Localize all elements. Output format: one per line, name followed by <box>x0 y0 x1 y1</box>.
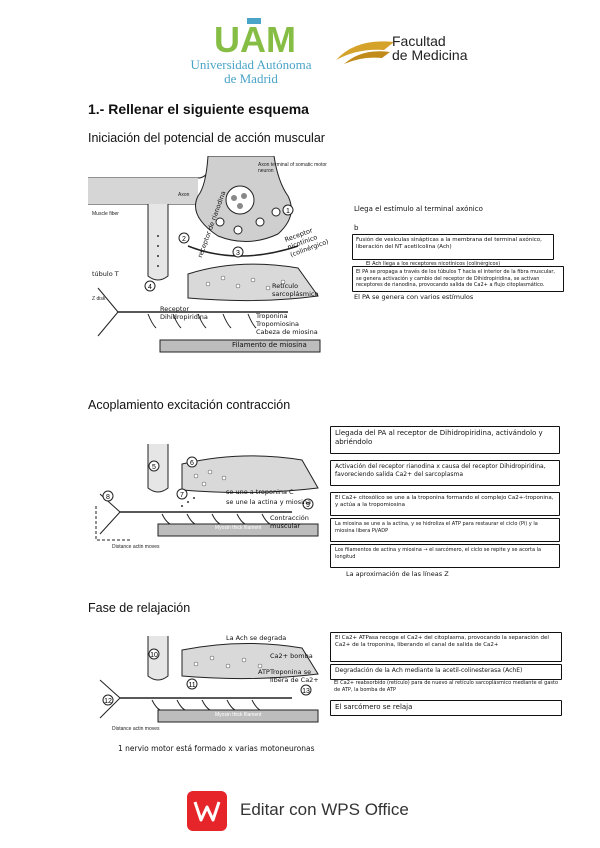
uam-name-line1: Universidad Autónoma <box>176 58 326 72</box>
label-myosin-3: Myosin thick filament <box>215 712 261 718</box>
section-heading-2: Acoplamiento excitación contracción <box>88 398 290 412</box>
note-2-5: La aproximación de las líneas Z <box>346 570 449 578</box>
note-box-13: El sarcómero se relaja <box>330 700 562 716</box>
diagram-relaxation: 10 11 12 13 <box>92 636 330 736</box>
label-distance-2: Distance actin moves <box>112 544 160 550</box>
note-2-3: La miosina se une a la actina, y se hidr… <box>331 519 559 536</box>
faculty-name: Facultad de Medicina <box>392 34 468 62</box>
uam-name: Universidad Autónoma de Madrid <box>176 58 326 86</box>
marker-3: 3 <box>236 250 240 257</box>
hand-cabeza-miosina: Cabeza de miosina <box>256 328 318 336</box>
label-distance-3: Distance actin moves <box>112 726 160 732</box>
uam-logo-letters: UAM <box>214 19 296 58</box>
note-1-5: El PA se genera con varios estímulos <box>354 293 473 301</box>
note-3-2: El Ca2+ reabsorbido (retículo) para de n… <box>334 680 562 693</box>
note-box-5: Llegada del PA al receptor de Dihidropir… <box>330 426 560 454</box>
marker-13: 13 <box>302 688 310 695</box>
wps-edit-button[interactable]: Editar con WPS Office <box>187 790 417 834</box>
marker-7: 7 <box>180 492 184 499</box>
note-3-1: Degradación de la Ach mediante la acetil… <box>331 665 561 677</box>
section-heading-1: Iniciación del potencial de acción muscu… <box>88 131 325 145</box>
label-myosin-2: Myosin thick filament <box>215 525 261 531</box>
marker-1: 1 <box>286 208 290 215</box>
marker-12: 12 <box>104 698 112 705</box>
hand-dihidropiridina: Receptor Dihidropiridina <box>160 305 220 321</box>
note-2-2: El Ca2+ citosólico se une a la troponina… <box>331 493 559 511</box>
wps-icon <box>187 791 227 831</box>
note-2-1: Activación del receptor rianodina x caus… <box>331 461 559 481</box>
page-title: 1.- Rellenar el siguiente esquema <box>88 101 309 117</box>
label-axon-terminal: Axon terminal of somatic motor neuron <box>258 162 328 174</box>
hand-se-une-actina: se une la actina y miosina <box>226 498 311 506</box>
note-1-2: Fusión de vesículas sinápticas a la memb… <box>353 235 553 253</box>
footer-note: 1 nervio motor está formado x varias mot… <box>118 744 314 753</box>
marker-5: 5 <box>152 464 156 471</box>
hand-tubulo-t: túbulo T <box>92 270 119 278</box>
hand-reticulo: Retículo sarcoplásmico <box>272 282 322 298</box>
hand-filamento-miosina: Filamento de miosina <box>232 341 307 349</box>
marker-2: 2 <box>182 236 186 243</box>
marker-6: 6 <box>190 460 194 467</box>
marker-8: 8 <box>106 494 110 501</box>
hand-troponina-libera: Troponina se libera de Ca2+ <box>270 668 326 684</box>
wps-label: Editar con WPS Office <box>240 800 409 820</box>
faculty-line1: Facultad <box>392 34 468 48</box>
hand-bomba: Ca2+ bomba <box>270 652 313 660</box>
hand-contraccion: Contracción muscular <box>270 514 326 530</box>
marker-11: 11 <box>188 682 195 689</box>
hand-se-une-troponina: se une a troponina C <box>226 488 294 496</box>
section-heading-3: Fase de relajación <box>88 601 190 615</box>
label-z-disk: Z disk <box>92 296 105 302</box>
note-1-4: El PA se propaga a través de los túbulos… <box>353 267 563 291</box>
note-1-0: Llega el estímulo al terminal axónico <box>354 205 483 213</box>
note-1-1: b <box>354 224 358 232</box>
hand-atp: ATP <box>258 668 270 676</box>
note-box-9: Los filamentos de actina y miosina → el … <box>330 544 560 568</box>
hand-troponina: Troponina <box>256 312 288 320</box>
note-box-11: Degradación de la Ach mediante la acetil… <box>330 664 562 680</box>
uam-logo: UAM <box>212 18 302 58</box>
note-box-6: Activación del receptor rianodina x caus… <box>330 460 560 486</box>
label-muscle-fiber: Muscle fiber <box>92 211 119 217</box>
note-box-10: El Ca2+ ATPasa recoge el Ca2+ del citopl… <box>330 632 562 662</box>
marker-10: 10 <box>150 652 158 659</box>
note-3-3: El sarcómero se relaja <box>331 701 561 713</box>
faculty-line2: de Medicina <box>392 48 468 62</box>
label-axon: Axon <box>178 192 189 198</box>
note-box-8: La miosina se une a la actina, y se hidr… <box>330 518 560 542</box>
note-2-0: Llegada del PA al receptor de Dihidropir… <box>331 427 559 449</box>
hand-ach-degrada: La Ach se degrada <box>226 634 286 642</box>
note-box-1: Fusión de vesículas sinápticas a la memb… <box>352 234 554 260</box>
note-box-2: El PA se propaga a través de los túbulos… <box>352 266 564 292</box>
note-box-7: El Ca2+ citosólico se une a la troponina… <box>330 492 560 516</box>
uam-name-line2: de Madrid <box>176 72 326 86</box>
hand-tropomiosina: Tropomiosina <box>256 320 299 328</box>
note-2-4: Los filamentos de actina y miosina → el … <box>331 545 559 562</box>
note-3-0: El Ca2+ ATPasa recoge el Ca2+ del citopl… <box>331 633 561 651</box>
marker-4: 4 <box>148 284 152 291</box>
